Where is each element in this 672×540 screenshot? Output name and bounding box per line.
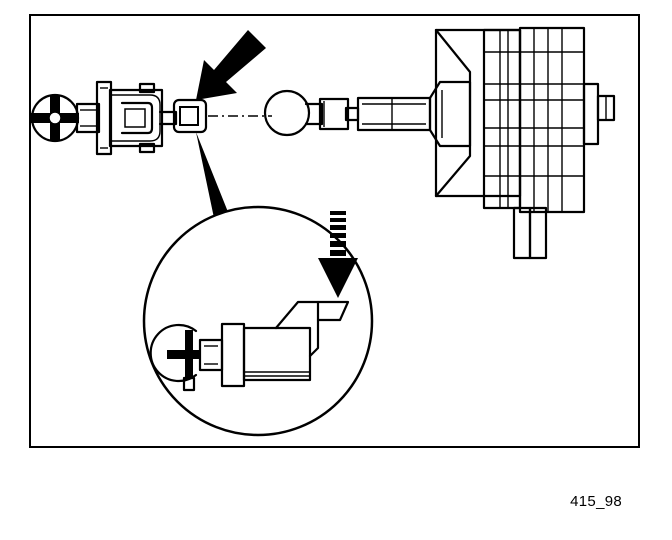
knob: [30, 93, 80, 143]
figure-reference-code: 415_98: [570, 493, 622, 510]
connector-block: [172, 98, 208, 134]
callout-wedge: [196, 132, 228, 218]
motor-assembly: [263, 26, 616, 260]
detail-knob: [149, 323, 201, 392]
detail-circle: [142, 205, 374, 437]
detail-housing: [220, 300, 350, 388]
plug-assembly: [30, 80, 208, 156]
pointer-arrow-icon: [196, 30, 266, 100]
push-down-arrow-icon: [318, 211, 358, 298]
figure-frame: [29, 14, 640, 448]
motor-housing: [434, 26, 616, 214]
bulb: [263, 89, 360, 137]
clip-housing: [95, 80, 164, 156]
